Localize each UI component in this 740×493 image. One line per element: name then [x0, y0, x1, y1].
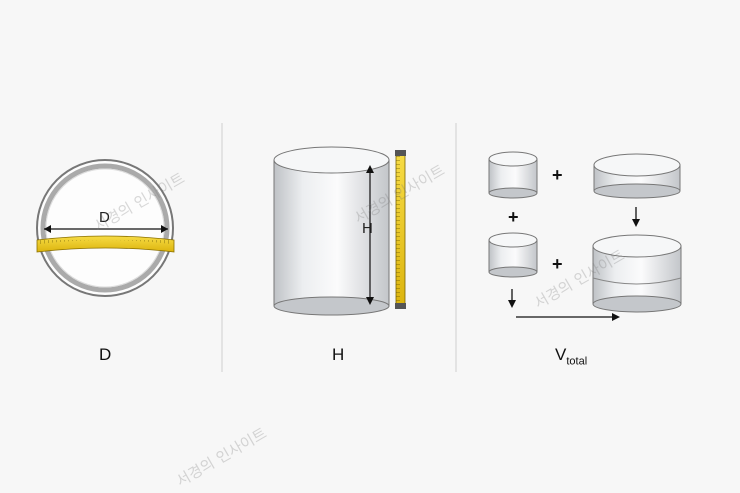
wide-disc — [593, 153, 681, 199]
measuring-tape-vertical — [395, 150, 406, 309]
measuring-tape-horizontal — [36, 235, 175, 253]
plus-sign-bottom: + — [552, 254, 563, 274]
small-cylinder-2 — [488, 232, 538, 278]
diameter-arrow — [44, 225, 168, 233]
volume-caption-main: V — [555, 345, 567, 364]
diameter-caption: D — [99, 345, 112, 364]
plus-sign-middle: + — [508, 207, 519, 227]
volume-caption-sub: total — [566, 355, 588, 368]
height-arrow — [366, 165, 374, 305]
height-inner-label: H — [362, 220, 373, 237]
plus-sign-top: + — [552, 165, 563, 185]
volume-caption: Vtotal — [555, 345, 587, 367]
down-arrow-left — [508, 289, 516, 308]
small-cylinder-1 — [488, 151, 538, 199]
height-caption: H — [332, 345, 345, 364]
diameter-inner-label: D — [99, 209, 110, 226]
stacked-cylinder — [592, 234, 682, 313]
right-arrow-bottom — [516, 313, 620, 321]
diameter-ring — [36, 159, 174, 297]
down-arrow-right — [632, 207, 640, 227]
